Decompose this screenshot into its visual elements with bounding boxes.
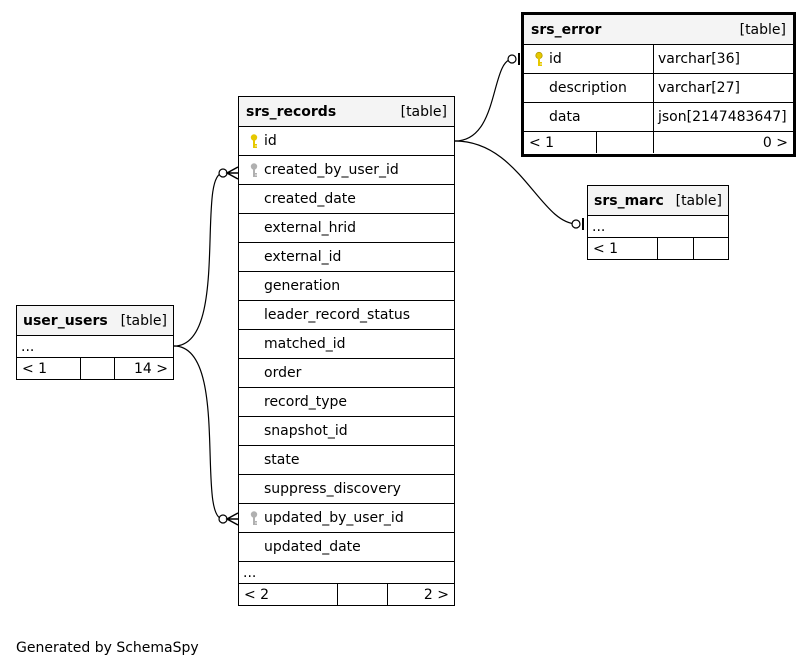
column-row-id[interactable]: id varchar[36] (524, 44, 793, 73)
table-user-users[interactable]: user_users [table] ... < 1 14 > (16, 305, 174, 380)
zero-marker-icon (507, 54, 517, 64)
column-row[interactable]: created_by_user_id (239, 155, 454, 184)
table-header[interactable]: srs_error [table] (524, 15, 793, 44)
column-name: description (549, 80, 627, 96)
footer-credit: Generated by SchemaSpy (16, 640, 199, 656)
more-columns-row[interactable]: ... (17, 335, 173, 357)
column-name: data (549, 109, 581, 125)
foreign-key-icon (250, 511, 258, 525)
nav-prev[interactable]: < 1 (22, 360, 48, 377)
column-name: order (264, 365, 302, 381)
column-row[interactable]: state (239, 445, 454, 474)
column-name: snapshot_id (264, 423, 348, 439)
column-row-description[interactable]: description varchar[27] (524, 73, 793, 102)
table-kind: [table] (739, 21, 786, 38)
column-name: updated_by_user_id (264, 510, 404, 526)
column-name: updated_date (264, 539, 361, 555)
column-row[interactable]: external_id (239, 242, 454, 271)
table-nav-row[interactable]: < 2 2 > (239, 583, 454, 605)
table-kind: [table] (120, 312, 167, 329)
connector-records-to-marc (454, 140, 578, 225)
more-columns-row[interactable]: ... (239, 561, 454, 583)
column-type: json[2147483647] (658, 109, 787, 125)
column-row[interactable]: generation (239, 271, 454, 300)
crowfoot-marker-icon (225, 166, 239, 180)
column-row-data[interactable]: data json[2147483647] (524, 102, 793, 131)
nav-prev[interactable]: < 2 (244, 586, 270, 603)
table-header[interactable]: srs_marc [table] (588, 186, 728, 215)
table-name: user_users (23, 312, 108, 329)
connector-records-to-error (454, 58, 514, 142)
table-kind: [table] (675, 192, 722, 209)
column-name: generation (264, 278, 341, 294)
crowfoot-marker-icon (225, 512, 239, 526)
primary-key-icon (535, 51, 543, 66)
nav-prev[interactable]: < 1 (529, 134, 555, 151)
table-header[interactable]: srs_records [table] (239, 97, 454, 126)
column-name: suppress_discovery (264, 481, 401, 497)
zero-marker-icon (571, 219, 581, 229)
table-name: srs_records (246, 103, 337, 120)
column-name: state (264, 452, 300, 468)
column-row[interactable]: updated_date (239, 532, 454, 561)
column-name: id (549, 51, 562, 67)
table-nav-row[interactable]: < 1 0 > (524, 131, 793, 153)
column-type: varchar[36] (658, 51, 740, 67)
column-type: varchar[27] (658, 80, 740, 96)
column-name: external_hrid (264, 220, 357, 236)
column-name: matched_id (264, 336, 346, 352)
column-name: external_id (264, 249, 342, 265)
column-row[interactable]: record_type (239, 387, 454, 416)
column-row[interactable]: updated_by_user_id (239, 503, 454, 532)
more-columns-row[interactable]: ... (588, 215, 728, 237)
primary-key-icon (250, 134, 258, 148)
connector-users-to-created-by (173, 172, 224, 347)
column-row[interactable]: snapshot_id (239, 416, 454, 445)
column-row[interactable]: created_date (239, 184, 454, 213)
more-columns: ... (592, 218, 606, 235)
column-row[interactable]: leader_record_status (239, 300, 454, 329)
column-name: created_by_user_id (264, 162, 399, 178)
more-columns: ... (21, 338, 35, 355)
more-columns: ... (243, 564, 257, 581)
table-srs-error[interactable]: srs_error [table] id varchar[36] descrip… (521, 12, 796, 157)
column-name: leader_record_status (264, 307, 411, 323)
nav-next[interactable]: 0 > (762, 134, 788, 151)
connector-users-to-updated-by (173, 345, 224, 520)
column-name: record_type (264, 394, 347, 410)
table-header[interactable]: user_users [table] (17, 306, 173, 335)
foreign-key-icon (250, 163, 258, 177)
column-row[interactable]: order (239, 358, 454, 387)
table-srs-marc[interactable]: srs_marc [table] ... < 1 (587, 185, 729, 260)
column-name: created_date (264, 191, 356, 207)
column-row[interactable]: id (239, 126, 454, 155)
column-row[interactable]: external_hrid (239, 213, 454, 242)
table-name: srs_marc (594, 192, 664, 209)
column-row[interactable]: matched_id (239, 329, 454, 358)
nav-prev[interactable]: < 1 (593, 240, 619, 257)
table-srs-records[interactable]: srs_records [table] id created_by_user_id… (238, 96, 455, 606)
table-nav-row[interactable]: < 1 (588, 237, 728, 259)
column-name: id (264, 133, 277, 149)
table-kind: [table] (400, 103, 447, 120)
table-name: srs_error (531, 21, 602, 38)
table-nav-row[interactable]: < 1 14 > (17, 357, 173, 379)
nav-next[interactable]: 2 > (423, 586, 449, 603)
nav-next[interactable]: 14 > (134, 360, 168, 377)
column-row[interactable]: suppress_discovery (239, 474, 454, 503)
